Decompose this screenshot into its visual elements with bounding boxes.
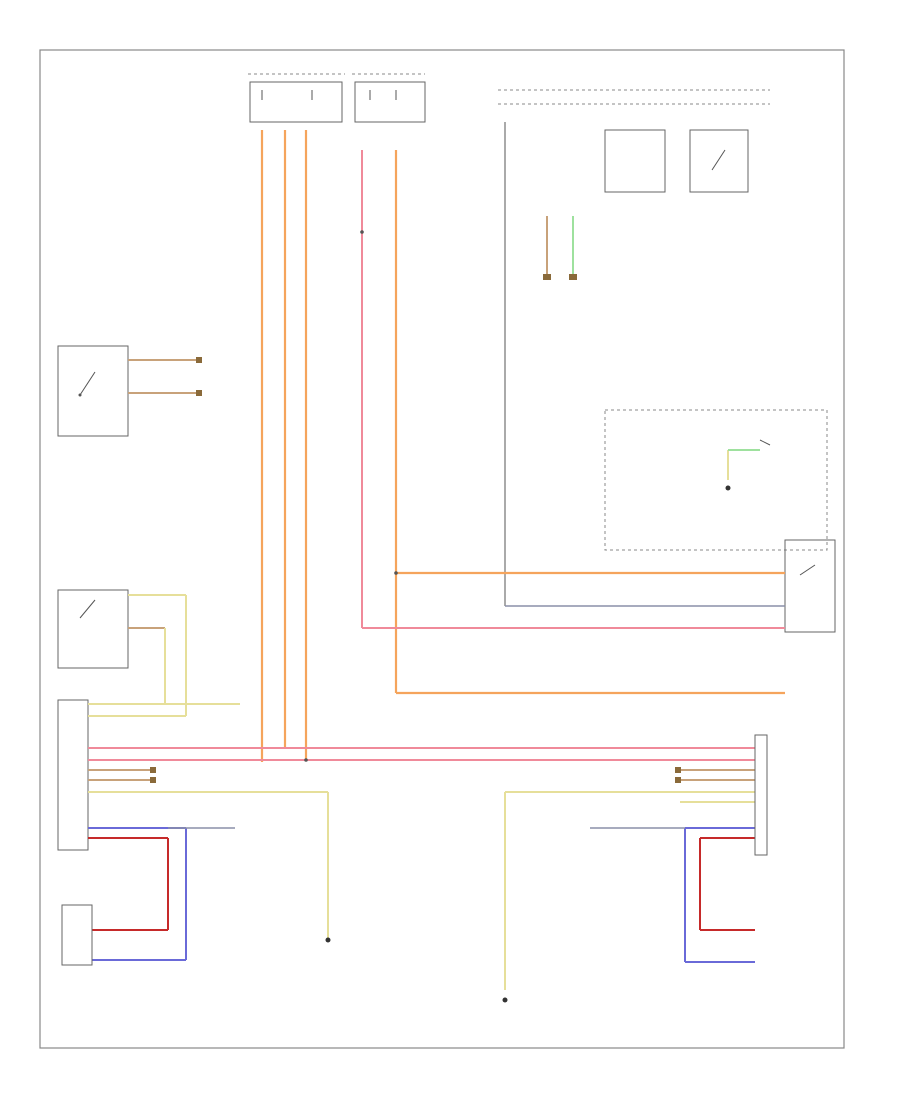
fuse-panel-left [248,73,345,123]
left-control-module [57,699,89,851]
ground-point-right-module [725,485,731,491]
fuse-panel-right [352,73,426,123]
ground-point-center [502,997,508,1003]
connector-top-center [543,216,577,280]
ground-point-left [325,937,331,943]
module-right-upper [604,409,828,551]
diagram-frame [39,49,845,1049]
central-control-module [498,89,770,606]
switch-box-lower-left [61,904,93,966]
switch-box-upper-left [57,345,202,437]
right-control-module [754,734,768,856]
switch-box-mid-left [57,589,187,716]
module-right-switch [784,539,836,633]
